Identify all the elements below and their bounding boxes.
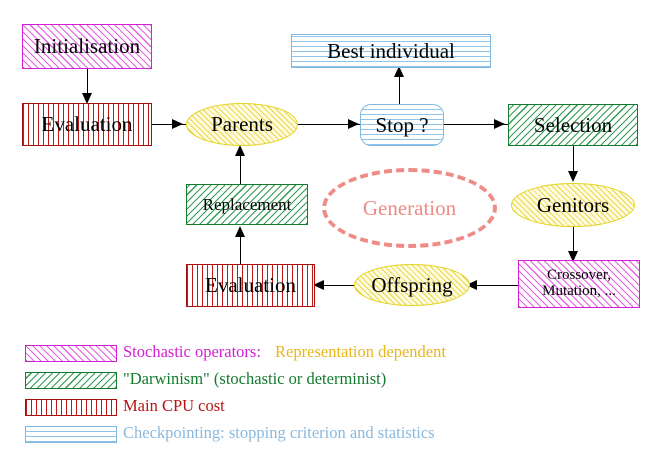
edge-operators-offspring <box>466 285 520 287</box>
legend-label-stochastic: Stochastic operators: <box>123 342 261 361</box>
legend-accent-stochastic: Representation dependent <box>275 342 446 361</box>
edge-offspring-evaluation <box>313 285 358 287</box>
node-selection[interactable]: Selection <box>508 104 638 146</box>
arrowhead-right-parents-stop <box>348 119 359 129</box>
edge-genitors-operators <box>573 227 575 259</box>
arrowhead-up-stop-best <box>394 66 404 77</box>
arrowhead-up-evaluation-replacement <box>235 226 245 237</box>
legend-swatch-stochastic <box>25 345 117 362</box>
node-parents-label: Parents <box>211 112 273 137</box>
node-genitors-label: Genitors <box>536 192 610 217</box>
node-initialisation-label: Initialisation <box>33 34 141 59</box>
node-evaluation-bottom[interactable]: Evaluation <box>186 264 315 307</box>
edge-selection-genitors <box>573 146 575 179</box>
legend-text-stochastic: Stochastic operators: Representation dep… <box>123 342 446 362</box>
node-genitors[interactable]: Genitors <box>511 183 635 227</box>
node-stop[interactable]: Stop ? <box>360 104 444 146</box>
node-operators-label-line1: Crossover, <box>547 267 611 284</box>
node-evaluation-bottom-label: Evaluation <box>205 273 296 298</box>
node-operators[interactable]: Crossover, Mutation, ... <box>518 260 640 308</box>
arrowhead-left-operators-offspring <box>466 280 477 290</box>
node-best-individual-label: Best individual <box>327 38 455 63</box>
legend-swatch-cpu <box>25 399 117 416</box>
edge-parents-stop <box>296 124 364 126</box>
legend-swatch-darwinism <box>25 372 117 389</box>
edge-evaluation-replacement <box>240 228 242 266</box>
node-replacement-label: Replacement <box>202 194 292 214</box>
arrowhead-right-stop-selection <box>494 119 505 129</box>
legend: Stochastic operators: Representation dep… <box>0 340 662 448</box>
node-replacement[interactable]: Replacement <box>186 184 308 225</box>
generation-label: Generation <box>362 195 457 220</box>
legend-text-darwinism: "Darwinism" (stochastic or determinist) <box>123 369 387 388</box>
edge-replacement-parents <box>240 147 242 184</box>
legend-row-darwinism: "Darwinism" (stochastic or determinist) <box>0 367 662 394</box>
node-evaluation-top[interactable]: Evaluation <box>22 103 152 146</box>
node-offspring-label: Offspring <box>371 272 453 297</box>
arrowhead-down-genitors-operators <box>568 251 578 262</box>
node-best-individual[interactable]: Best individual <box>291 34 491 68</box>
legend-row-checkpointing: Checkpointing: stopping criterion and st… <box>0 421 662 448</box>
legend-row-cpu: Main CPU cost <box>0 394 662 421</box>
legend-row-stochastic: Stochastic operators: Representation dep… <box>0 340 662 367</box>
legend-text-cpu: Main CPU cost <box>123 396 225 415</box>
arrowhead-left-offspring-evaluation <box>313 280 324 290</box>
edge-stop-selection <box>444 124 510 126</box>
node-offspring[interactable]: Offspring <box>354 264 470 306</box>
legend-swatch-checkpointing <box>25 426 117 443</box>
node-operators-label-line2: Mutation, ... <box>542 283 616 299</box>
arrowhead-down-selection-genitors <box>568 171 578 182</box>
arrowhead-right-eval-parents <box>172 119 183 129</box>
node-parents[interactable]: Parents <box>186 103 298 146</box>
arrowhead-down-init-eval <box>82 93 92 104</box>
node-evaluation-top-label: Evaluation <box>41 112 133 137</box>
node-selection-label: Selection <box>533 112 613 137</box>
node-initialisation[interactable]: Initialisation <box>22 24 152 69</box>
generation-region: Generation <box>322 168 497 248</box>
node-stop-label: Stop ? <box>375 112 429 137</box>
legend-text-checkpointing: Checkpointing: stopping criterion and st… <box>123 423 435 442</box>
edge-initialisation-evaluation <box>87 69 89 100</box>
arrowhead-up-replacement-parents <box>235 145 245 156</box>
edge-stop-best <box>399 68 401 105</box>
